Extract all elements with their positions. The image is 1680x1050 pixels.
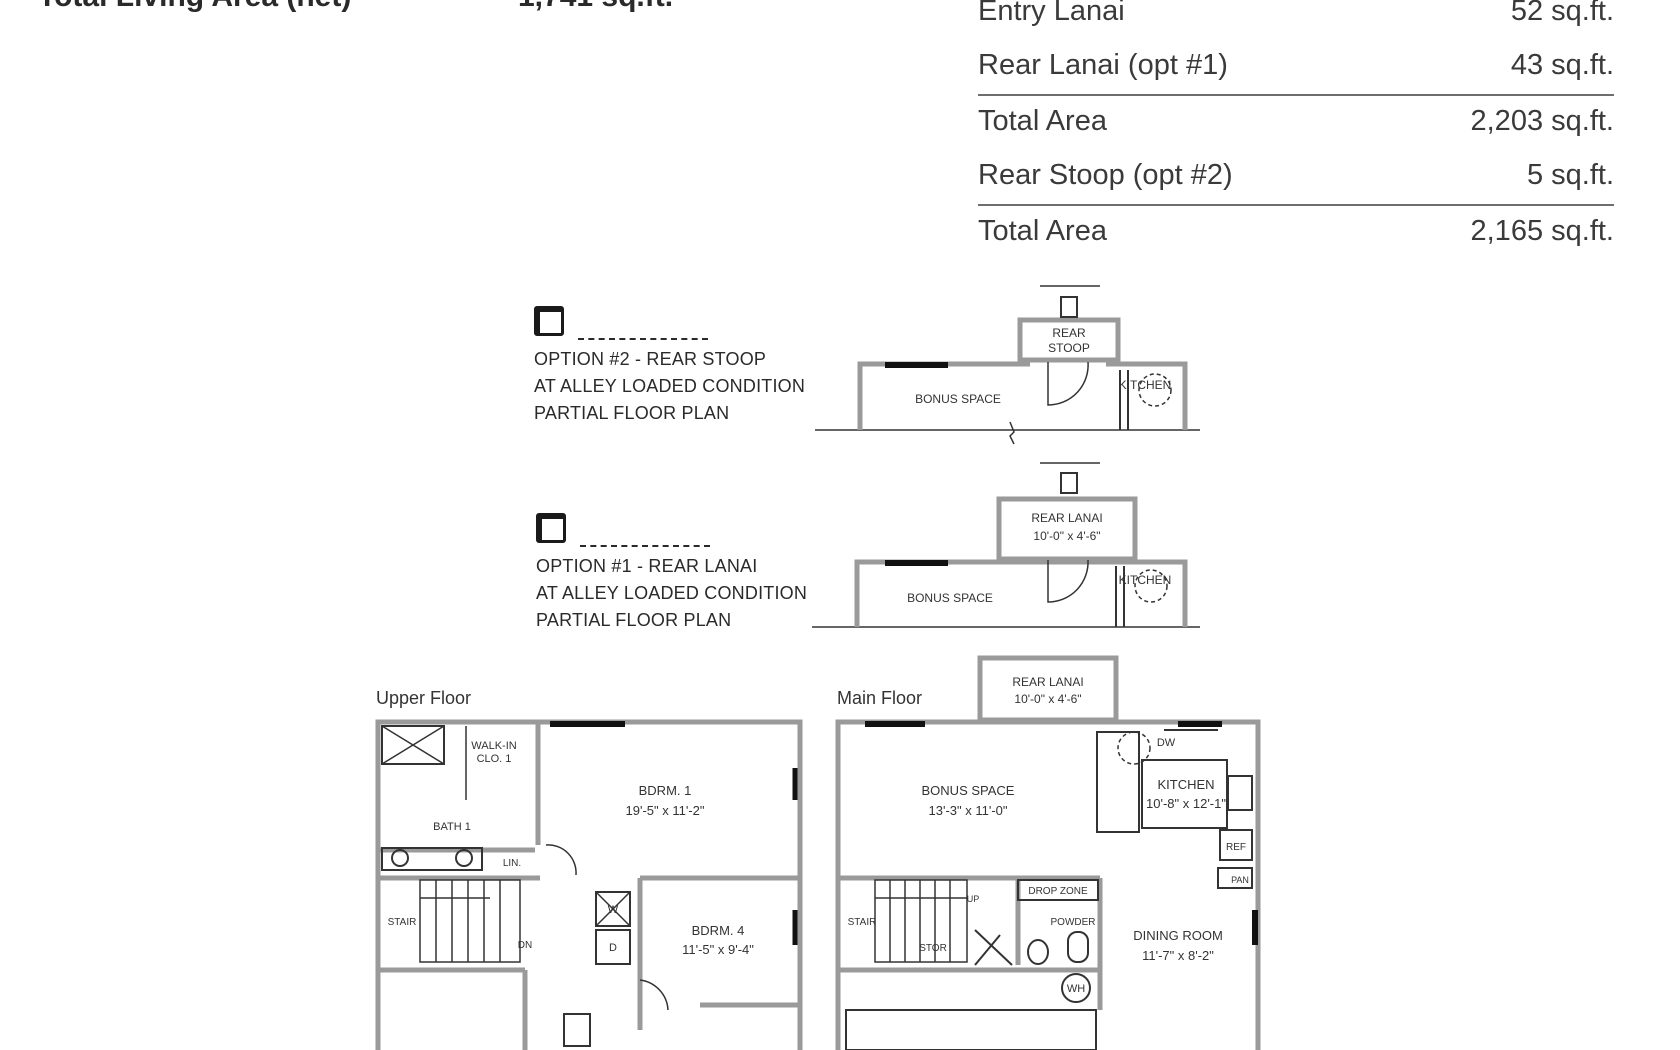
option-2-plan — [815, 285, 1200, 445]
main-up-label: UP — [967, 894, 980, 904]
upper-stair-label: STAIR — [388, 917, 417, 928]
main-drop-label: DROP ZONE — [1028, 886, 1088, 897]
upper-bath-label: BATH 1 — [433, 821, 471, 833]
area-row: Rear Stoop (opt #2) 5 sq.ft. — [978, 150, 1614, 204]
main-floor-title: Main Floor — [837, 688, 923, 708]
upper-d-label: D — [609, 942, 617, 954]
option-1-blank — [580, 545, 710, 547]
opt2-stoop-label: STOOP — [1048, 341, 1090, 355]
area-row-label: Total Area — [978, 215, 1107, 247]
area-row-label: Rear Stoop (opt #2) — [978, 159, 1233, 191]
area-row-value: 5 sq.ft. — [1526, 159, 1614, 191]
area-row-total: Total Area 2,165 sq.ft. — [978, 204, 1614, 260]
area-row-label: Total Area — [978, 105, 1107, 137]
upper-bdrm4-dim: 11'-5" x 9'-4" — [682, 942, 754, 957]
main-pan-label: PAN — [1231, 875, 1249, 885]
main-wh-label: WH — [1067, 983, 1085, 995]
area-row: Rear Lanai (opt #1) 43 sq.ft. — [978, 40, 1614, 94]
upper-bdrm1-label: BDRM. 1 — [639, 783, 692, 798]
main-ref-label: REF — [1226, 842, 1246, 853]
option-2-blank — [578, 338, 708, 340]
main-floor-plan — [835, 655, 1261, 1050]
living-area-label: Total Living Area (net) — [38, 0, 351, 13]
upper-dn-label: DN — [518, 940, 532, 951]
option-1-checkbox[interactable] — [536, 513, 566, 543]
area-row: Entry Lanai 52 sq.ft. — [978, 0, 1614, 40]
option-2-line1: OPTION #2 - REAR STOOP — [534, 349, 767, 369]
upper-bdrm1-dim: 19'-5" x 11'-2" — [626, 803, 705, 818]
main-lanai-dim: 10'-0" x 4'-6" — [1014, 692, 1081, 706]
living-area-value: 1,741 sq.ft. — [518, 0, 673, 14]
main-powder-label: POWDER — [1051, 917, 1096, 928]
main-stair-label: STAIR — [848, 917, 877, 928]
area-row-total: Total Area 2,203 sq.ft. — [978, 94, 1614, 150]
area-row-value: 43 sq.ft. — [1510, 49, 1614, 81]
area-row-label: Rear Lanai (opt #1) — [978, 49, 1228, 81]
upper-bdrm4-label: BDRM. 4 — [692, 923, 745, 938]
main-lanai-label: REAR LANAI — [1012, 675, 1083, 689]
main-bonus-dim: 13'-3" x 11'-0" — [929, 803, 1008, 818]
opt1-kitchen-label: KITCHEN — [1119, 573, 1172, 587]
upper-clo-label: CLO. 1 — [477, 753, 512, 765]
main-dw-label: DW — [1157, 737, 1176, 749]
main-kitchen-label: KITCHEN — [1157, 777, 1214, 792]
opt1-lanai-dim: 10'-0" x 4'-6" — [1033, 529, 1100, 543]
option-2-checkbox[interactable] — [534, 306, 564, 336]
option-1-line3: PARTIAL FLOOR PLAN — [536, 610, 732, 630]
area-row-value: 52 sq.ft. — [1510, 0, 1614, 27]
main-bonus-label: BONUS SPACE — [922, 783, 1015, 798]
main-stor-label: STOR — [919, 943, 947, 954]
area-row-label: Entry Lanai — [978, 0, 1125, 27]
area-row-value: 2,165 sq.ft. — [1470, 215, 1615, 247]
living-area-header: Total Living Area (net) 1,741 sq.ft. — [38, 0, 673, 14]
option-2-line3: PARTIAL FLOOR PLAN — [534, 403, 730, 423]
option-1-line1: OPTION #1 - REAR LANAI — [536, 556, 758, 576]
opt2-kitchen-label: KITCHEN — [1119, 378, 1172, 392]
option-2-line2: AT ALLEY LOADED CONDITION — [534, 376, 806, 396]
option-1-plan — [812, 462, 1200, 628]
upper-walkin-label: WALK-IN — [471, 740, 516, 752]
opt1-bonus-label: BONUS SPACE — [907, 591, 993, 605]
area-table: Entry Lanai 52 sq.ft. Rear Lanai (opt #1… — [978, 0, 1614, 260]
main-dining-label: DINING ROOM — [1133, 928, 1223, 943]
opt2-rear-label: REAR — [1052, 326, 1086, 340]
opt2-bonus-label: BONUS SPACE — [915, 392, 1001, 406]
main-dining-dim: 11'-7" x 8'-2" — [1142, 948, 1214, 963]
upper-w-label: W — [608, 904, 619, 916]
opt1-lanai-label: REAR LANAI — [1031, 511, 1102, 525]
main-kitchen-dim: 10'-8" x 12'-1" — [1146, 796, 1226, 811]
area-row-value: 2,203 sq.ft. — [1470, 105, 1615, 137]
upper-lin-label: LIN. — [503, 858, 521, 869]
upper-floor-plan — [375, 719, 803, 1050]
option-1-line2: AT ALLEY LOADED CONDITION — [536, 583, 808, 603]
upper-floor-title: Upper Floor — [376, 688, 472, 708]
